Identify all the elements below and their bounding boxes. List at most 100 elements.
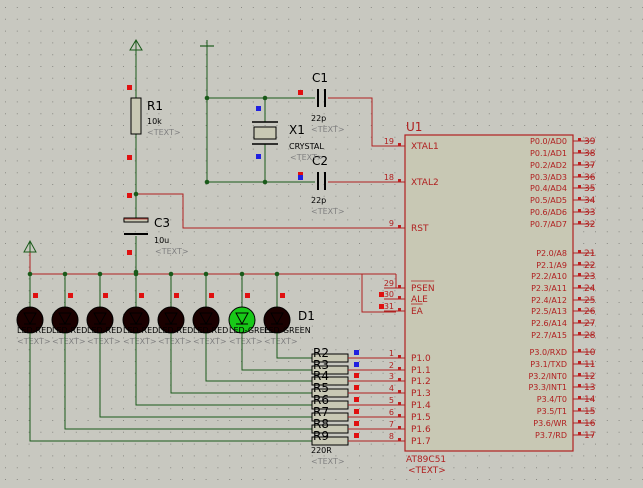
ground-terminal[interactable] <box>200 40 214 47</box>
capacitor-c1[interactable]: C1 22p <TEXT> <box>311 71 345 134</box>
chip-pin-number: 26 <box>584 307 596 317</box>
chip-pin-name: P2.7/A15 <box>531 331 567 340</box>
chip-pin-name: P1.4 <box>411 401 431 411</box>
chip-pin-end <box>398 390 401 393</box>
capacitor-c3[interactable]: C3 10u <TEXT> <box>123 216 189 256</box>
chip-pin-end <box>578 285 581 288</box>
crystal-x1[interactable]: X1 CRYSTAL <TEXT> <box>252 121 324 162</box>
microcontroller-u1[interactable]: U1 AT89C51 <TEXT> 19XTAL118XTAL29RST29PS… <box>384 120 596 476</box>
chip-pin-number: 6 <box>389 408 394 417</box>
d1-ref: D1 <box>298 309 315 323</box>
chip-pin-end <box>578 150 581 153</box>
chip-pin-end <box>578 297 581 300</box>
chip-pin-number: 27 <box>584 319 595 329</box>
chip-pin-name: P3.0/RXD <box>530 348 567 357</box>
chip-pin-number: 28 <box>584 331 596 341</box>
led-cathode-wire <box>276 333 312 359</box>
chip-pin-number: 30 <box>384 290 394 299</box>
chip-pin-name: P1.0 <box>411 354 431 364</box>
led-label: LED-RED <box>158 326 193 335</box>
led-d6[interactable]: LED-RED<TEXT> <box>192 271 312 382</box>
led-d3[interactable]: LED-RED <TEXT> <box>86 271 312 418</box>
resistor-r8[interactable]: R8 <box>311 417 384 434</box>
marker-red <box>127 155 132 160</box>
chip-pin-number: 14 <box>584 395 596 405</box>
led-d1[interactable]: LED-RED<TEXT> <box>16 271 312 442</box>
led-cathode-wire <box>29 333 312 442</box>
chip-pin-name: P1.5 <box>411 413 431 423</box>
chip-left-pins: 19XTAL118XTAL29RST29PSEN30ALE31EA1P1.02P… <box>384 137 439 447</box>
chip-pin-name: P2.0/A8 <box>536 249 567 258</box>
resistor-r5[interactable]: R5 <box>311 381 384 398</box>
chip-right-pins: 39P0.0/AD038P0.1/AD137P0.2/AD236P0.3/AD3… <box>528 137 595 441</box>
c2-ref: C2 <box>312 154 328 168</box>
led-d7[interactable]: LED-GREEN<TEXT> <box>228 271 312 371</box>
led-d2[interactable]: LED-RED<TEXT> <box>51 271 312 430</box>
resistor-r6[interactable]: R6 <box>311 393 384 410</box>
chip-pin-name: P3.2/INT0 <box>528 372 567 381</box>
chip-pin-name: P0.6/AD6 <box>530 208 567 217</box>
chip-pin-end <box>398 308 401 311</box>
chip-pin-number: 33 <box>584 208 595 218</box>
led-d8[interactable]: LED-GREEN<TEXT> <box>263 271 312 359</box>
led-marker <box>33 293 38 298</box>
chip-body[interactable] <box>404 134 574 452</box>
power-terminal-leds[interactable] <box>23 239 37 253</box>
resistor-r7[interactable]: R7 <box>311 405 384 422</box>
led-diode-triangle <box>164 312 178 326</box>
chip-pin-number: 19 <box>384 137 394 146</box>
resistor-ref: R8 <box>313 417 329 431</box>
junction-dot <box>133 271 139 277</box>
led-text: <TEXT> <box>87 337 121 346</box>
resistor-r4[interactable]: R4 <box>311 369 384 386</box>
chip-pin-name: P1.7 <box>411 437 431 447</box>
resistor-marker <box>354 385 359 390</box>
led-d5[interactable]: LED-RED<TEXT> <box>157 271 312 394</box>
chip-pin-end <box>578 209 581 212</box>
chip-pin-number: 22 <box>584 261 595 271</box>
chip-pin-name: P3.1/TXD <box>530 360 567 369</box>
junction-dot <box>262 179 268 185</box>
led-label: LED-RED <box>193 326 228 335</box>
capacitor-c2[interactable]: C2 22p <TEXT> <box>311 154 345 216</box>
chip-pin-number: 15 <box>584 407 595 417</box>
chip-pin-end <box>398 143 401 146</box>
marker-red <box>127 193 132 198</box>
led-label: LED-RED <box>52 326 87 335</box>
led-marker <box>209 293 214 298</box>
power-terminal-reset[interactable] <box>129 39 143 51</box>
junction-dot <box>203 271 209 277</box>
led-diode-triangle <box>235 312 249 326</box>
wire <box>29 252 396 275</box>
chip-pin-number: 23 <box>584 272 595 282</box>
chip-pin-end <box>578 420 581 423</box>
resistor-text: <TEXT> <box>311 457 345 466</box>
r1-value: 10k <box>147 117 162 126</box>
led-d4[interactable]: LED-RED<TEXT> <box>122 271 312 406</box>
led-marker <box>174 293 179 298</box>
chip-pin-end <box>578 349 581 352</box>
c3-value: 10u <box>154 236 169 245</box>
led-cathode-wire <box>170 333 312 394</box>
resistor-r1[interactable]: R1 10k <TEXT> <box>130 97 181 137</box>
chip-pin-end <box>398 426 401 429</box>
led-diode-triangle <box>93 312 107 326</box>
r1-ref: R1 <box>147 99 163 113</box>
chip-pin-name: P0.2/AD2 <box>530 161 567 170</box>
chip-pin-number: 17 <box>584 431 595 441</box>
resistor-r3[interactable]: R3 <box>311 358 384 375</box>
marker-red <box>379 304 384 309</box>
chip-part: AT89C51 <box>406 455 446 465</box>
resistor-ref: R7 <box>313 405 329 419</box>
grid-dot-path <box>5 7 643 480</box>
chip-pin-end <box>578 221 581 224</box>
resistor-r2[interactable]: R2 <box>311 346 384 363</box>
led-cathode-wire <box>205 333 312 382</box>
resistor-r9[interactable]: R9 <box>311 429 384 446</box>
junction-dot <box>27 271 33 277</box>
chip-pin-name: P1.3 <box>411 389 431 399</box>
junction-dot <box>204 179 210 185</box>
resistor-marker <box>354 350 359 355</box>
